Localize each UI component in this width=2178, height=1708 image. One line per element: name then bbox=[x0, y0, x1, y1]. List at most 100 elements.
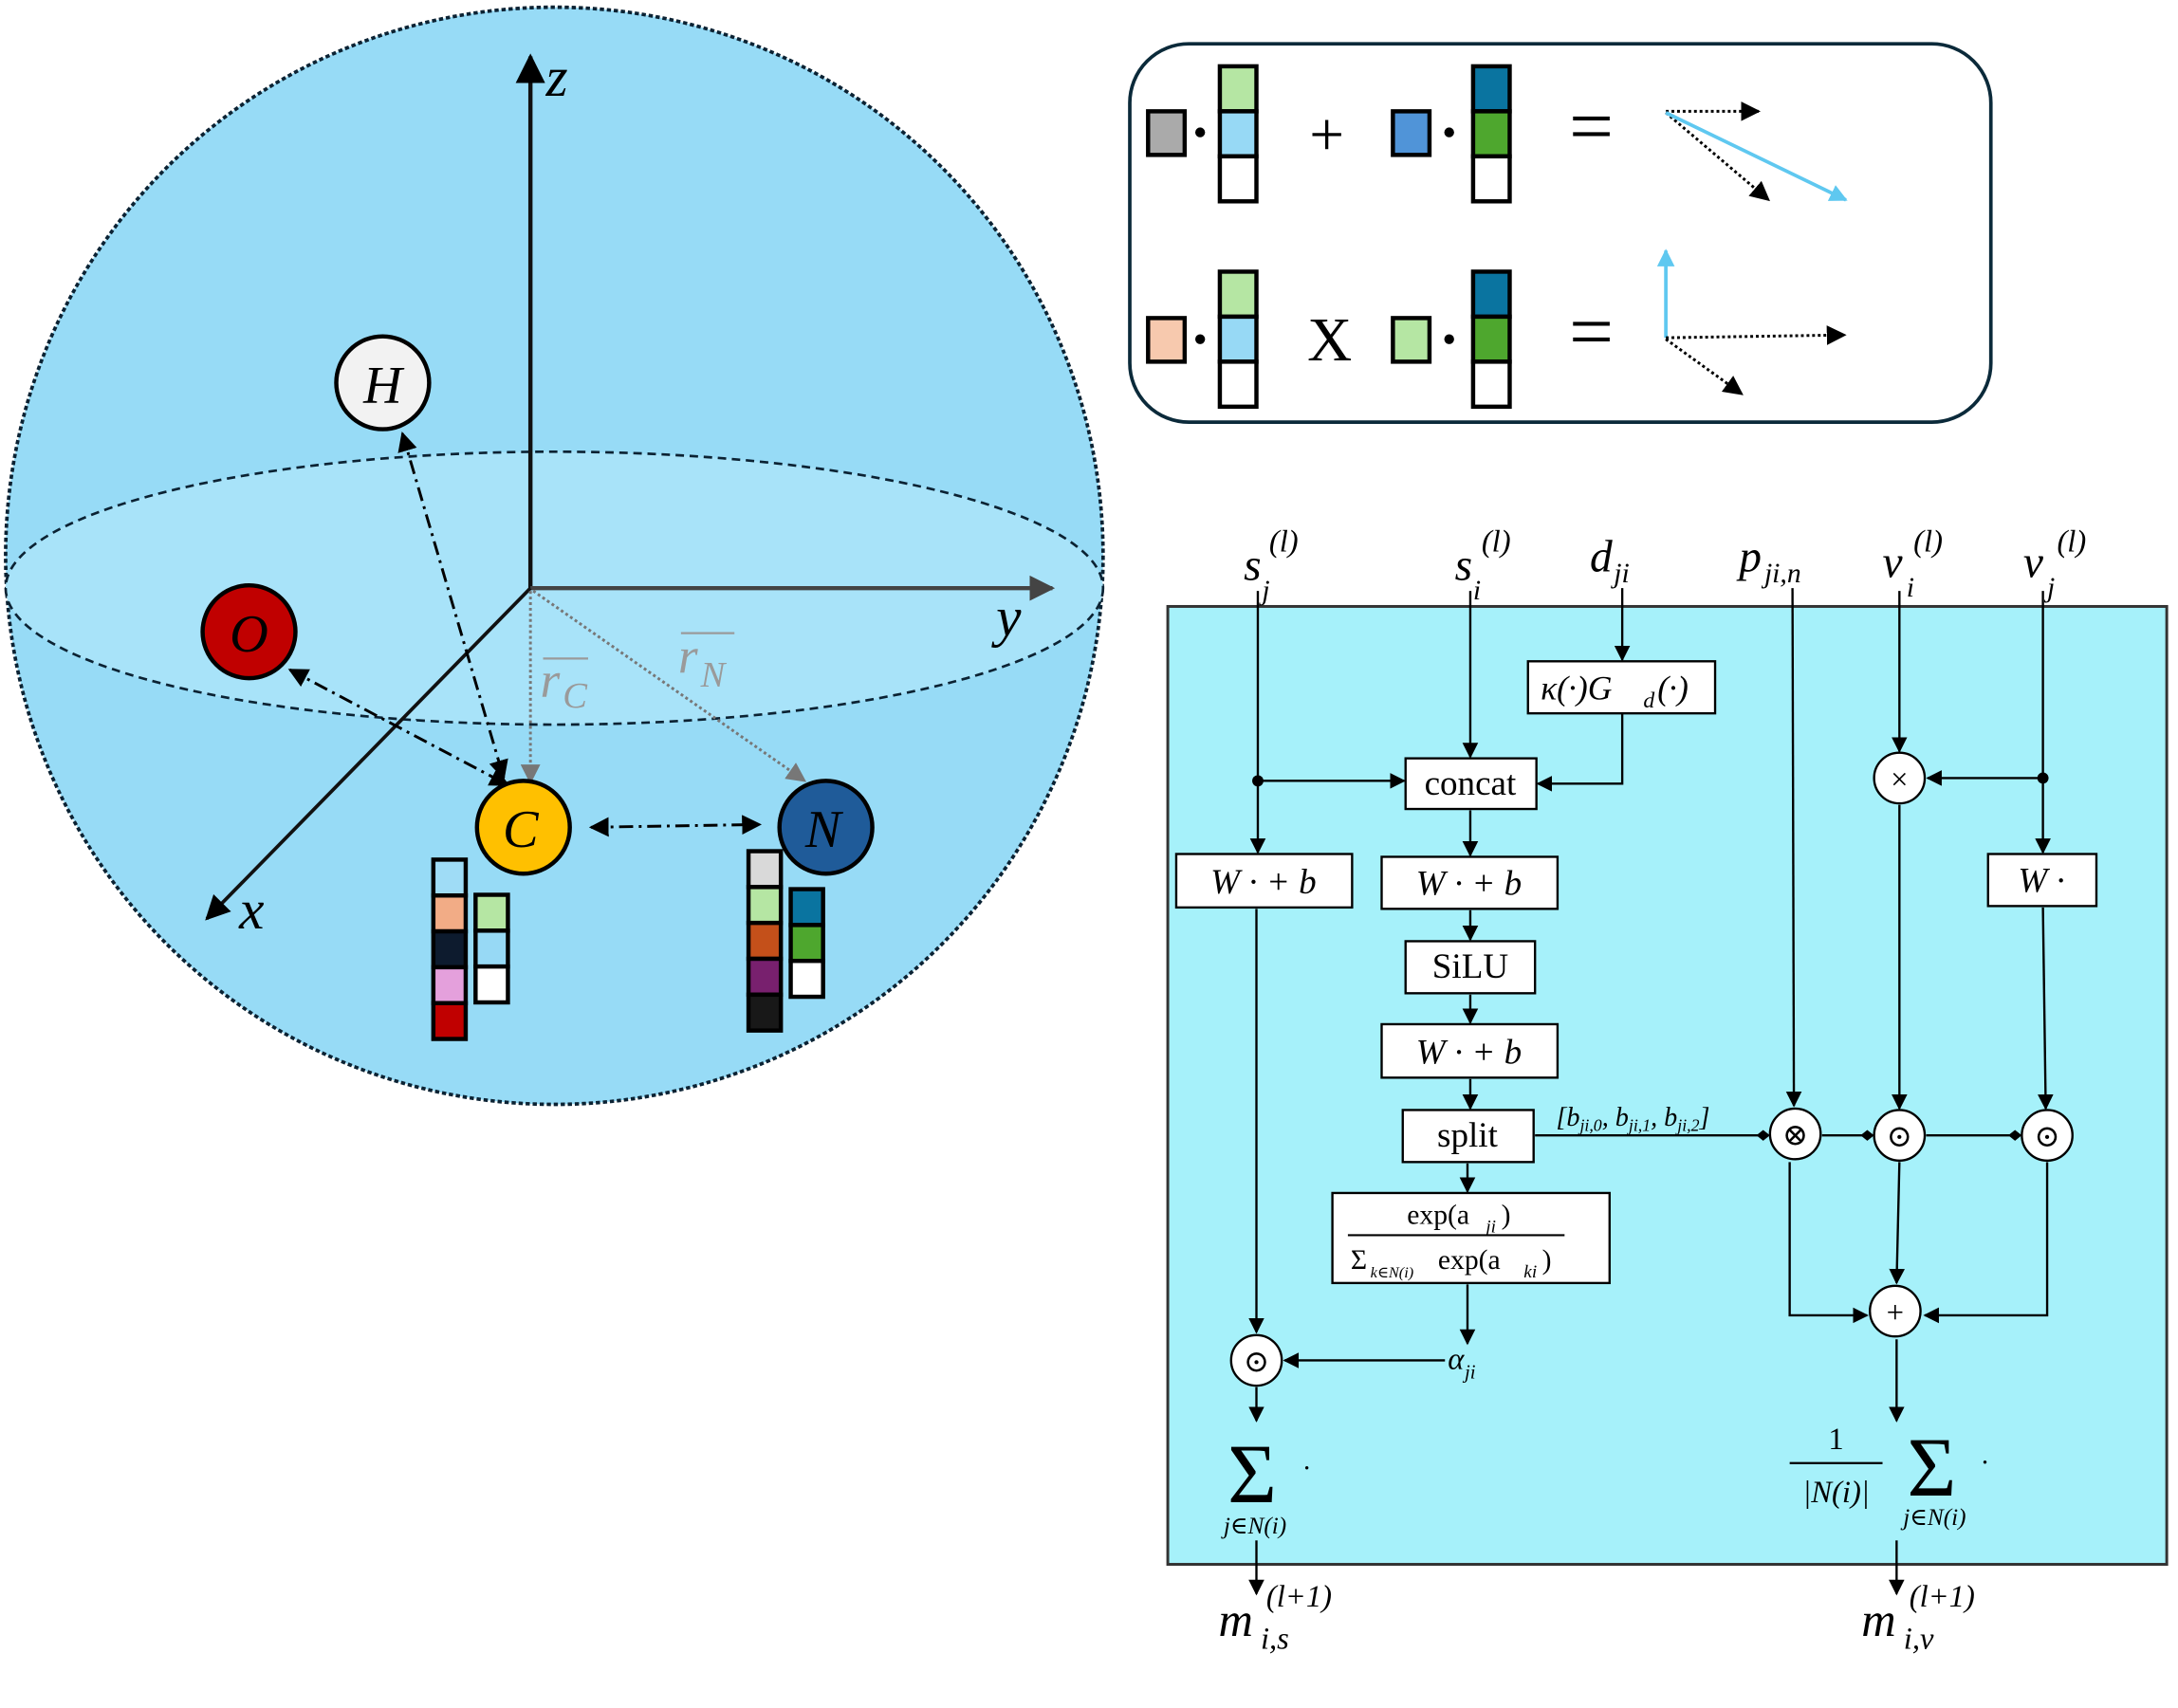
svg-text:(l): (l) bbox=[1482, 525, 1511, 560]
sphere-panel: z y x r C r N H O C bbox=[4, 5, 1105, 1107]
legend-scalar-b-cell bbox=[1391, 316, 1432, 364]
concat-box: concat bbox=[1404, 757, 1538, 811]
svg-text:j∈N(i): j∈N(i) bbox=[1900, 1505, 1966, 1531]
svg-text:ji,n: ji,n bbox=[1761, 559, 1801, 589]
carbon-vector-feature-cell bbox=[473, 928, 510, 969]
svg-text:×: × bbox=[1891, 762, 1908, 797]
dot-product-icon bbox=[1444, 127, 1454, 138]
output-mis: m i,s (l+1) bbox=[1218, 1580, 1332, 1656]
hadamard-op-left: ⊙ bbox=[1229, 1333, 1283, 1387]
svg-text:C: C bbox=[503, 800, 540, 859]
legend-scalar-a-cell bbox=[1146, 316, 1188, 364]
svg-text:N: N bbox=[700, 655, 728, 695]
svg-text:concat: concat bbox=[1425, 764, 1517, 803]
dot-product-icon bbox=[1194, 127, 1206, 138]
svg-text:m: m bbox=[1861, 1593, 1895, 1646]
atom-c: C bbox=[474, 779, 572, 876]
nitrogen-vector-feature-cell bbox=[788, 923, 825, 964]
sum-right: 1 |N(i)| Σ · j∈N(i) bbox=[1789, 1422, 1988, 1531]
svg-text:j∈N(i): j∈N(i) bbox=[1221, 1514, 1286, 1539]
o-c-distance bbox=[287, 668, 510, 787]
svg-text:(l): (l) bbox=[1913, 525, 1943, 560]
h-c-distance bbox=[397, 432, 508, 781]
input-sj: sj(l) bbox=[1244, 525, 1298, 606]
svg-text:i,s: i,s bbox=[1261, 1623, 1289, 1657]
svg-text:i,v: i,v bbox=[1904, 1623, 1934, 1657]
nitrogen-scalar-feature-cell bbox=[746, 956, 784, 998]
legend-vector-b-cell bbox=[1470, 109, 1512, 159]
c-n-distance bbox=[588, 815, 763, 837]
svg-text:⊗: ⊗ bbox=[1782, 1119, 1808, 1153]
linear-box-1: W · + b bbox=[1380, 855, 1560, 910]
svg-text:v: v bbox=[2023, 538, 2044, 587]
legend-vector-a-cell bbox=[1217, 269, 1259, 320]
svg-text:split: split bbox=[1437, 1116, 1499, 1155]
input-vj: vj(l) bbox=[2023, 525, 2086, 603]
svg-text:r: r bbox=[541, 651, 561, 707]
linear-box-left: W · + b bbox=[1174, 853, 1354, 909]
svg-text:W ·: W · bbox=[2018, 862, 2064, 901]
svg-text:ji: ji bbox=[1610, 559, 1629, 589]
svg-text:W · + b: W · + b bbox=[1416, 865, 1523, 904]
svg-text:ji: ji bbox=[1483, 1217, 1496, 1237]
input-vi: vi (l) bbox=[1883, 525, 1943, 603]
legend-vector-a-cell bbox=[1217, 154, 1259, 204]
tensor-product-op: ⊗ bbox=[1768, 1107, 1822, 1161]
svg-text:[bji,0, bji,1, bji,2]: [bji,0, bji,1, bji,2] bbox=[1556, 1103, 1709, 1135]
legend-vector-b-cell bbox=[1470, 269, 1512, 320]
legend-blocks bbox=[1146, 64, 1512, 410]
svg-text:Σ: Σ bbox=[1227, 1428, 1277, 1521]
svg-text:W · + b: W · + b bbox=[1416, 1033, 1523, 1072]
sum-left: Σ · j∈N(i) bbox=[1221, 1428, 1310, 1539]
legend-scalar-a-cell bbox=[1146, 109, 1188, 157]
input-si: si(l) bbox=[1455, 525, 1511, 606]
flowchart-background bbox=[1166, 604, 2169, 1567]
svg-text:i: i bbox=[1907, 573, 1914, 603]
nitrogen-scalar-feature-cell bbox=[746, 885, 784, 926]
svg-text:v: v bbox=[1883, 538, 1904, 587]
atom-o: O bbox=[200, 582, 298, 681]
equals-2: = bbox=[1569, 287, 1614, 375]
legend-vector-b-cell bbox=[1470, 359, 1512, 410]
nitrogen-scalar-feature-cell bbox=[746, 849, 784, 890]
flow-connections bbox=[1248, 588, 2054, 1596]
svg-text:C: C bbox=[563, 676, 588, 716]
svg-text:1: 1 bbox=[1828, 1423, 1843, 1457]
svg-text:): ) bbox=[1502, 1201, 1511, 1231]
atom-h: H bbox=[334, 334, 432, 432]
atom-feature-blocks bbox=[431, 849, 825, 1041]
svg-text:exp(a: exp(a bbox=[1407, 1201, 1469, 1231]
svg-text:j: j bbox=[1258, 576, 1269, 606]
svg-text:(l+1): (l+1) bbox=[1266, 1580, 1332, 1614]
legend-vector-a-cell bbox=[1217, 314, 1259, 364]
z-axis-label: z bbox=[544, 46, 567, 108]
rn-vector bbox=[532, 589, 807, 782]
svg-text:κ(·)G: κ(·)G bbox=[1541, 669, 1612, 707]
svg-text:i: i bbox=[1473, 576, 1481, 606]
svg-text:·: · bbox=[1981, 1448, 1987, 1478]
svg-text:O: O bbox=[230, 605, 268, 664]
nitrogen-scalar-feature-cell bbox=[746, 920, 784, 962]
svg-text:m: m bbox=[1218, 1593, 1252, 1646]
split-box: split bbox=[1401, 1109, 1535, 1164]
svg-text:⊙: ⊙ bbox=[1887, 1120, 1912, 1154]
svg-text:p: p bbox=[1736, 532, 1762, 581]
svg-text:ji: ji bbox=[1462, 1363, 1476, 1384]
rc-label: r C bbox=[541, 651, 589, 716]
svg-text:j: j bbox=[2043, 573, 2055, 603]
svg-text:SiLU: SiLU bbox=[1432, 947, 1508, 986]
carbon-scalar-feature-cell bbox=[431, 857, 469, 898]
nitrogen-vector-feature-cell bbox=[788, 887, 825, 927]
svg-text:⊙: ⊙ bbox=[2034, 1120, 2059, 1154]
legend-vector-b-cell bbox=[1470, 64, 1512, 114]
legend-vector-a-cell bbox=[1217, 64, 1259, 114]
legend-vector-b-cell bbox=[1470, 154, 1512, 204]
linear-box-2: W · + b bbox=[1380, 1022, 1560, 1079]
carbon-vector-feature-cell bbox=[473, 892, 510, 933]
svg-text:(l): (l) bbox=[2057, 525, 2086, 560]
